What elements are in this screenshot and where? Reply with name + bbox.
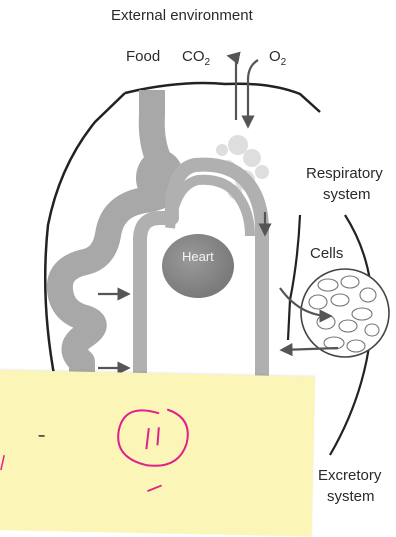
smiley-eye-left [146,428,148,449]
external-environment-label: External environment [111,8,253,23]
o2-text: O [269,48,281,65]
body-outline-right [288,215,300,340]
o2-subscript: 2 [281,57,287,68]
circulatory-inner [170,180,250,236]
smiley-drawing [0,370,315,537]
o2-label: O2 [269,49,286,68]
respiratory-label-line1: Respiratory [306,166,383,181]
arrow-o2-in [248,60,258,126]
smiley-circle [118,408,189,466]
diagram: External environment Food CO2 O2 Respira… [0,0,396,511]
arrow-co2-out [229,56,236,120]
heart [162,234,234,298]
cells-label: Cells [310,246,343,261]
excretory-label-line2: system [327,489,375,504]
sticky-note [0,370,315,537]
heart-label: Heart [182,250,214,263]
ink-mark [147,485,161,491]
smiley-eye-right [157,427,158,445]
excretory-label-line1: Excretory [318,468,381,483]
digestive-tract [60,90,170,380]
co2-label: CO2 [182,49,210,68]
co2-subscript: 2 [205,57,211,68]
ink-mark-left [1,455,4,470]
co2-text: CO [182,48,205,65]
food-label: Food [126,49,160,64]
respiratory-label-line2: system [323,187,371,202]
